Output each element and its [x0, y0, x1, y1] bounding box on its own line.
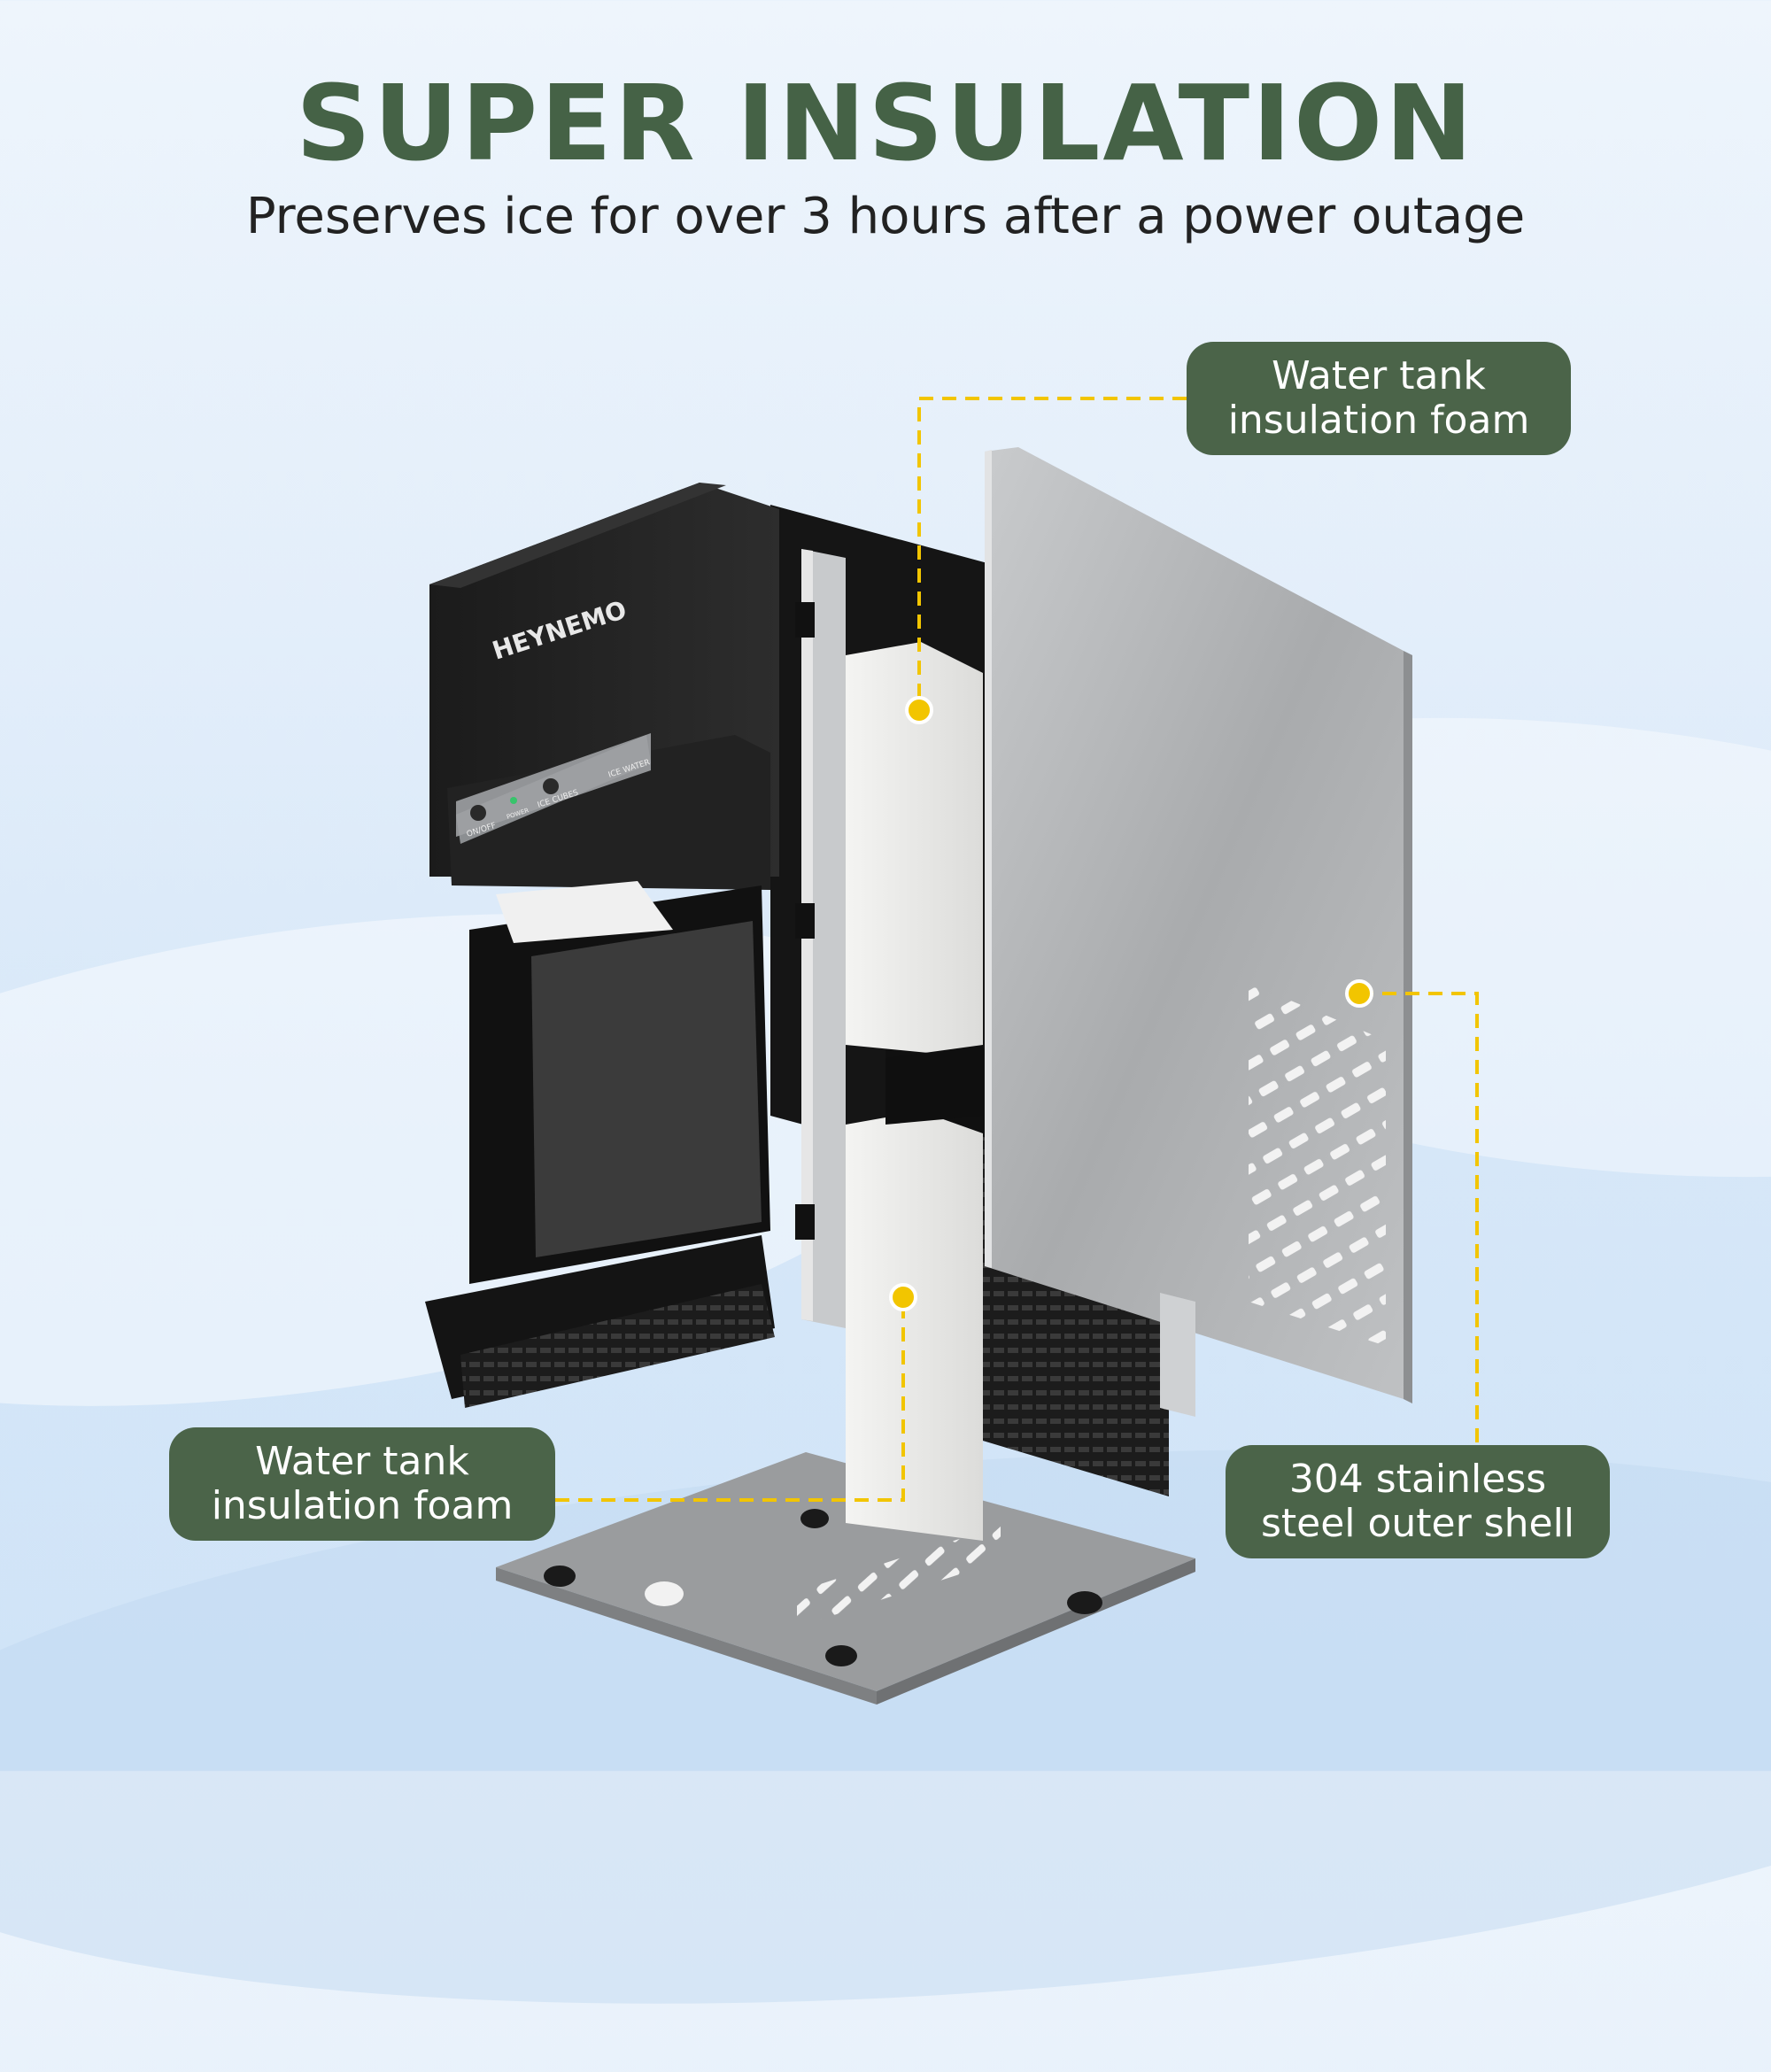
insulation-foam — [846, 642, 983, 1541]
marker-dot — [905, 696, 933, 724]
power-button-icon — [470, 805, 486, 821]
callout-line: steel outer shell — [1260, 1501, 1575, 1546]
control-panel: ON/OFF POWER ICE CUBES ICE WATER — [456, 733, 651, 839]
leader-line-right — [1359, 992, 1479, 1445]
callout-stainless-steel-shell: 304 stainless steel outer shell — [1226, 1445, 1610, 1558]
page-subtitle: Preserves ice for over 3 hours after a p… — [245, 188, 1526, 245]
marker-dot — [1345, 979, 1373, 1008]
callout-line: insulation foam — [211, 1483, 514, 1528]
callout-leader-lines — [555, 397, 1479, 1502]
ice-cubes-button-icon — [543, 778, 559, 794]
steel-frame-rails — [795, 549, 846, 1328]
callout-line: insulation foam — [1227, 398, 1530, 443]
ice-maker-exploded-illustration: HEYNEMO ON/OFF POWER ICE CUBES ICE WATER — [425, 397, 1479, 1705]
leader-line-top — [917, 397, 1187, 710]
power-indicator-icon — [510, 797, 517, 804]
marker-dot — [889, 1283, 917, 1311]
page-title: SUPER INSULATION — [295, 62, 1476, 184]
bottom-plate — [496, 1408, 1195, 1705]
callout-markers — [889, 696, 1373, 1311]
callout-line: Water tank — [255, 1439, 469, 1484]
callout-line: Water tank — [1272, 353, 1486, 398]
stainless-steel-side-panel — [985, 447, 1412, 1417]
leader-line-bottom-left — [555, 1297, 905, 1502]
callout-water-tank-foam-bottom: Water tank insulation foam — [169, 1427, 555, 1541]
callout-line: 304 stainless — [1288, 1457, 1547, 1502]
callout-water-tank-foam-top: Water tank insulation foam — [1187, 342, 1571, 455]
